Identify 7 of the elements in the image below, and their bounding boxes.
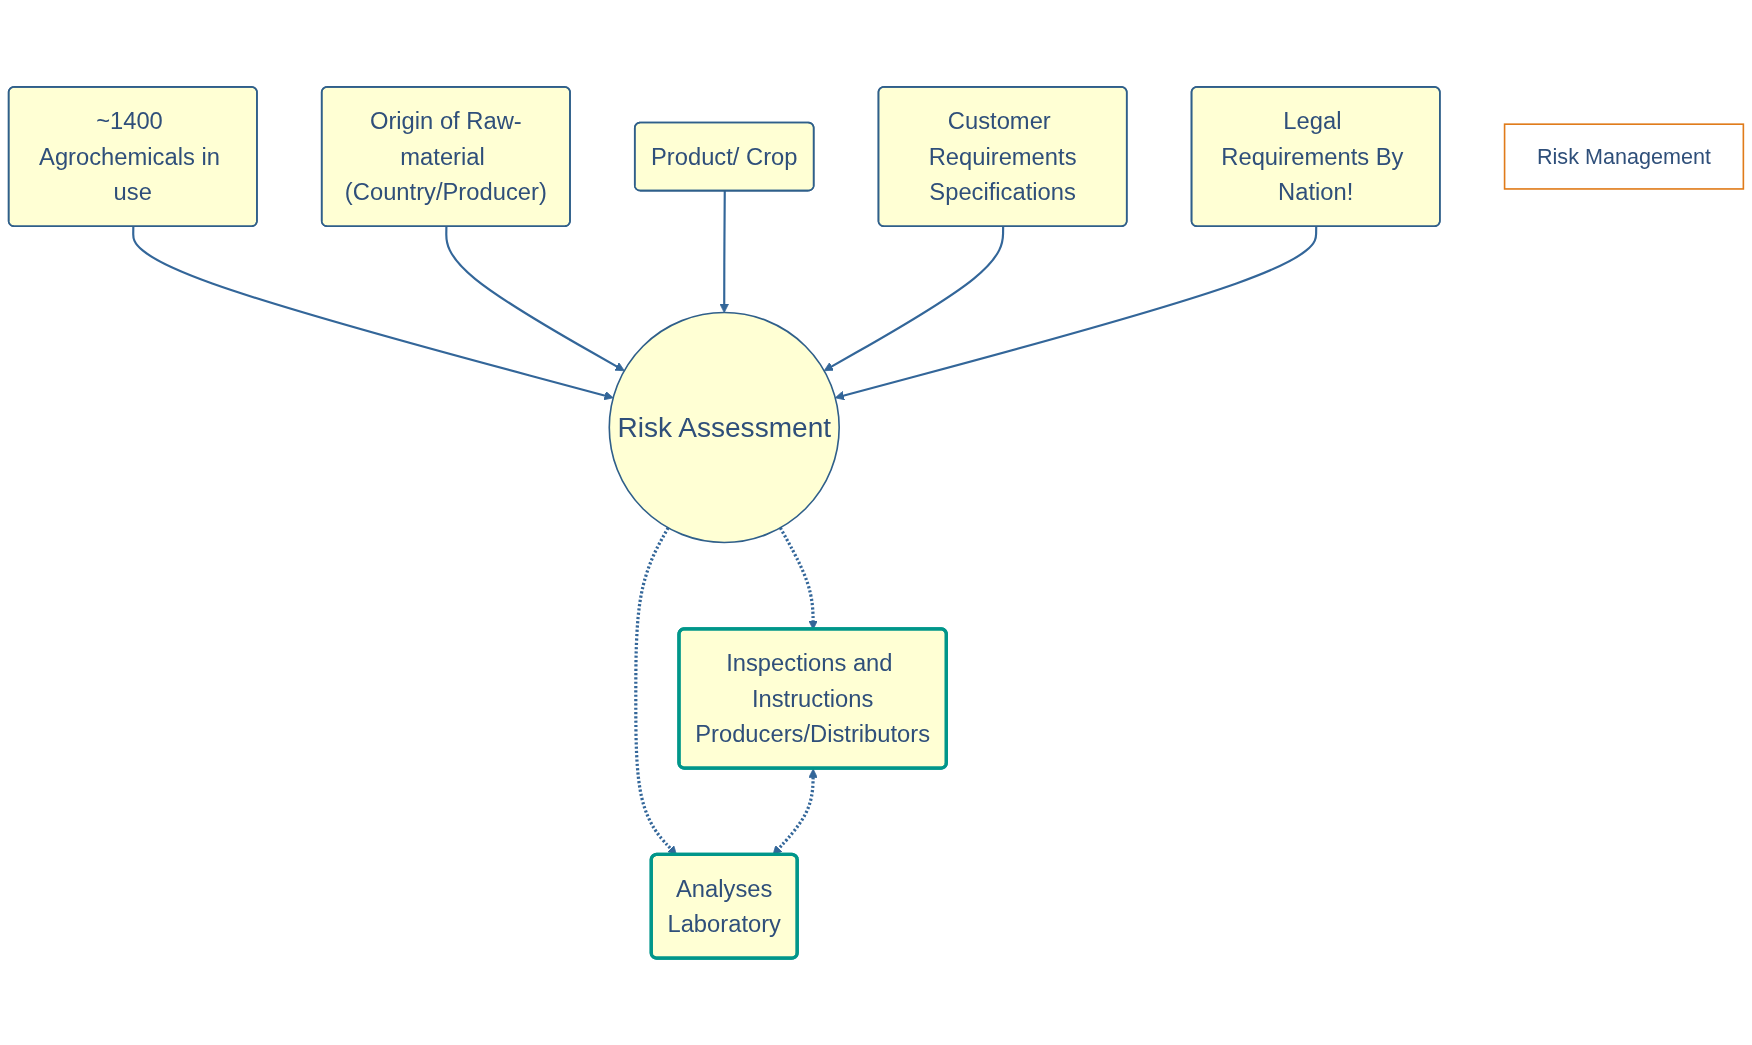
arrow <box>445 226 625 372</box>
arrow <box>834 226 1318 401</box>
arrow <box>132 226 614 401</box>
arrow <box>823 226 1005 372</box>
node-box: Risk Management <box>1503 123 1745 190</box>
arrow <box>719 191 729 313</box>
node-circle: Risk Assessment <box>608 311 840 544</box>
